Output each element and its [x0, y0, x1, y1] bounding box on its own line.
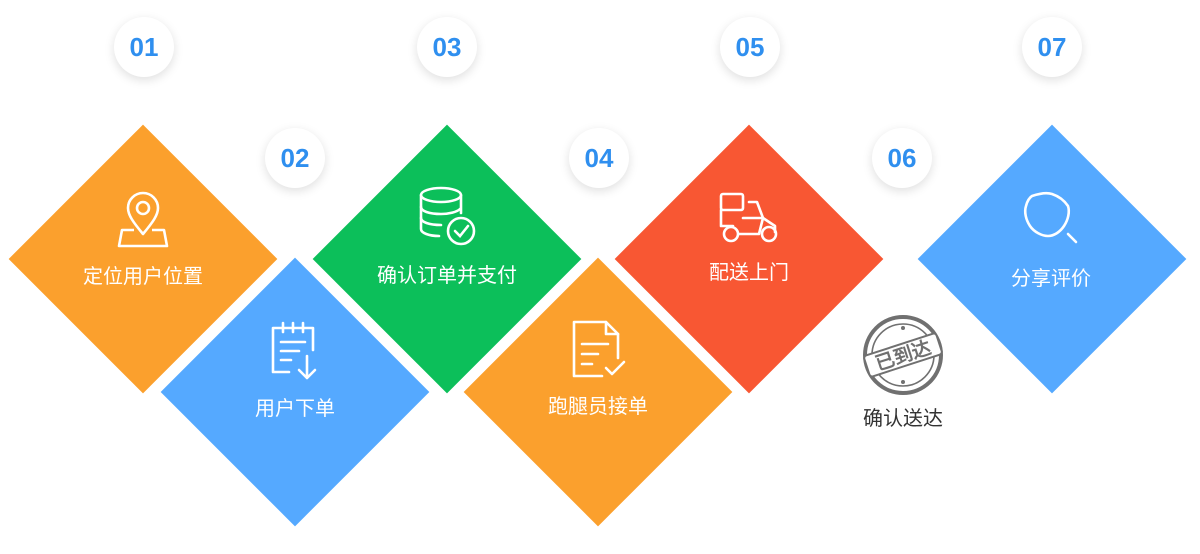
step-4-content: 跑腿员接单 — [478, 318, 718, 419]
step-1-label: 定位用户位置 — [83, 264, 203, 288]
step-1-number: 01 — [114, 17, 174, 77]
map-pin-icon — [117, 191, 169, 248]
step-3-number: 03 — [417, 17, 477, 77]
step-5-label: 配送上门 — [709, 260, 789, 284]
scooter-icon — [719, 192, 778, 243]
order-download-icon — [271, 321, 317, 380]
step-7-number: 07 — [1022, 17, 1082, 77]
step-4-label: 跑腿员接单 — [548, 394, 648, 418]
step-4-number: 04 — [569, 128, 629, 188]
step-6-label: 确认送达 — [863, 406, 943, 430]
step-6-number: 06 — [872, 128, 932, 188]
step-2-number: 02 — [265, 128, 325, 188]
database-check-icon — [419, 186, 476, 246]
step-1-content: 定位用户位置 — [23, 190, 263, 289]
step-3-content: 确认订单并支付 — [327, 185, 567, 288]
step-2-label: 用户下单 — [255, 396, 335, 420]
step-3-label: 确认订单并支付 — [377, 263, 517, 287]
step-5-number: 05 — [720, 17, 780, 77]
step-7-label: 分享评价 — [1011, 266, 1091, 290]
document-check-icon — [572, 320, 626, 378]
step-7-content: 分享评价 — [931, 190, 1171, 291]
step-5-content: 配送上门 — [629, 190, 869, 285]
stamp-text: 已到达 — [872, 336, 933, 375]
step-2-content: 用户下单 — [175, 320, 415, 421]
star-search-icon — [1023, 191, 1078, 244]
delivered-stamp-icon: 已到达 — [863, 315, 943, 395]
